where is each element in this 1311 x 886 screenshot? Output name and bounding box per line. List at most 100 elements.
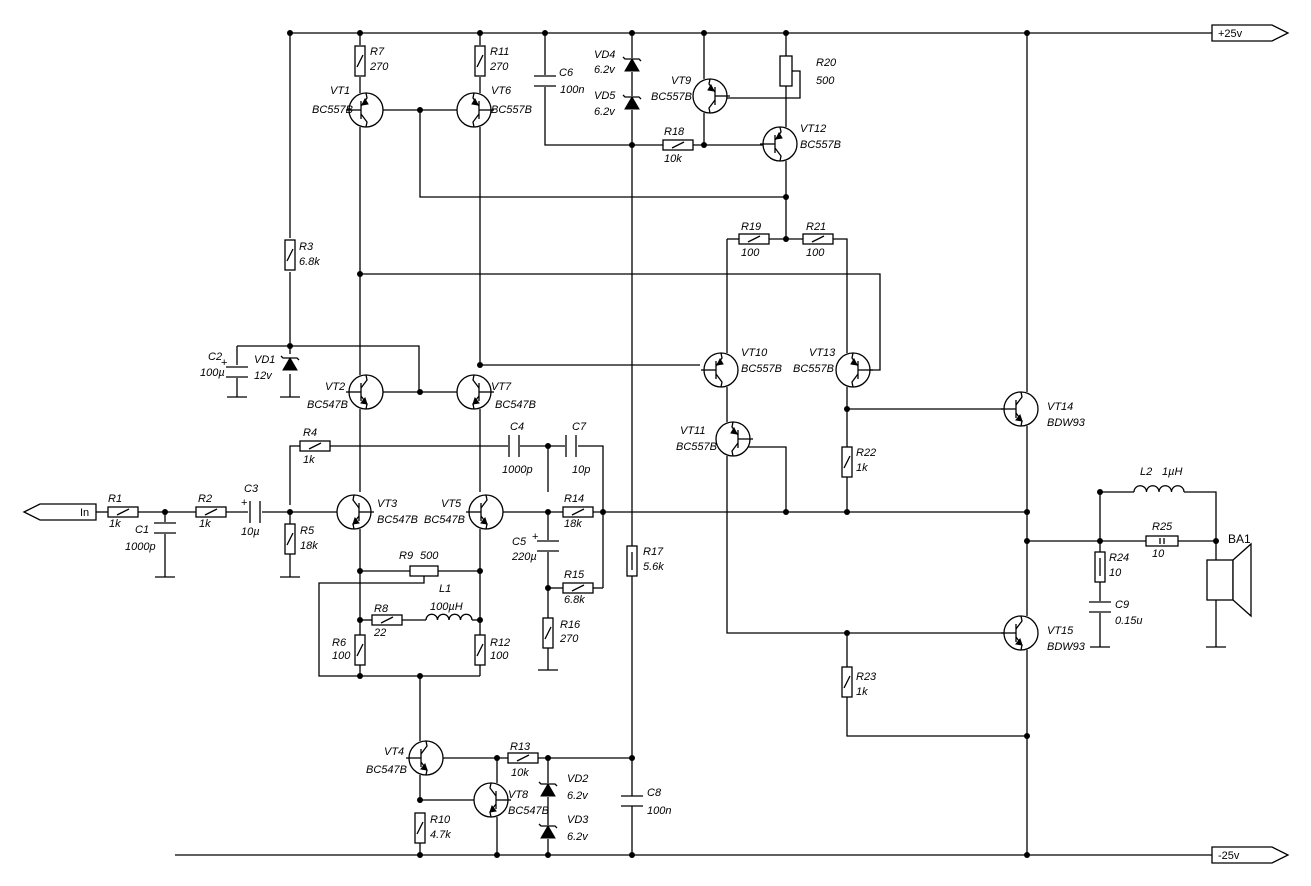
component-value: BC557B [676, 441, 717, 453]
junction-dot [162, 509, 168, 515]
component-ref: L1 [439, 583, 451, 595]
component-ref: VD1 [254, 354, 275, 366]
transistor-vt7 [456, 374, 494, 410]
svg-text:In: In [80, 507, 89, 519]
junction-dot [844, 406, 850, 412]
zener-vd5 [622, 94, 642, 110]
resistor-r5 [284, 523, 296, 555]
component-ref: R23 [856, 671, 877, 683]
transistor-vt4 [406, 740, 444, 776]
component-ref: R17 [643, 546, 664, 558]
junction-dot [417, 852, 423, 858]
capacitor-c2: + [221, 357, 248, 378]
component-value: 6.2v [594, 64, 616, 76]
component-value: BDW93 [1047, 417, 1086, 429]
component-value: 1µH [1162, 466, 1182, 478]
component-value: 6.2v [567, 831, 589, 843]
component-ref: R25 [1152, 521, 1173, 533]
component-ref: C9 [1115, 599, 1129, 611]
junction-dot [1097, 489, 1103, 495]
positive-rail-terminal: +25v [1211, 24, 1290, 42]
component-value: 10 [1109, 567, 1122, 579]
component-value: 1k [856, 462, 868, 474]
svg-text:+: + [221, 357, 227, 369]
component-value: 500 [420, 550, 439, 562]
junction-dot [701, 142, 707, 148]
component-value: BC557B [312, 104, 353, 116]
resistor-r16 [542, 617, 554, 649]
junction-dot [1024, 733, 1030, 739]
resistor-r12 [474, 634, 486, 666]
transistor-vt9 [692, 78, 730, 114]
component-value: 270 [489, 61, 509, 73]
junction-dot [417, 673, 423, 679]
component-ref: C1 [135, 524, 149, 536]
junction-dot [844, 630, 850, 636]
junction-dot [545, 585, 551, 591]
component-ref: R22 [856, 447, 876, 459]
transistor-vt2 [346, 374, 384, 410]
component-value: 1k [856, 686, 868, 698]
component-ref: VT6 [491, 85, 512, 97]
capacitor-c6 [534, 75, 556, 87]
component-value: BC547B [508, 805, 549, 817]
component-ref: R9 [399, 550, 413, 562]
resistor-r10 [414, 812, 426, 844]
junction-dot [287, 30, 293, 36]
junction-dot [287, 509, 293, 515]
component-value: 10 [1152, 548, 1165, 560]
component-ref: R4 [303, 427, 317, 439]
component-value: 1000p [125, 541, 156, 553]
component-ref: R14 [564, 493, 584, 505]
component-ref: VD4 [594, 49, 615, 61]
component-value: BC547B [307, 399, 348, 411]
component-ref: R3 [299, 241, 314, 253]
component-value: 1k [199, 518, 211, 530]
component-ref: R8 [374, 603, 389, 615]
component-value: 270 [559, 633, 579, 645]
junction-dot [600, 509, 606, 515]
component-ref: R7 [370, 46, 385, 58]
inductor-l2 [1133, 485, 1185, 493]
component-value: 1000p [502, 464, 533, 476]
component-ref: VT3 [377, 498, 398, 510]
resistor-r14 [562, 506, 594, 518]
resistor-r6 [354, 634, 366, 666]
junction-dot [783, 194, 789, 200]
component-value: 1k [303, 454, 315, 466]
resistor-r23 [841, 666, 853, 698]
component-value: 100 [490, 650, 509, 662]
component-ref: VT2 [325, 381, 345, 393]
component-ref: R10 [430, 814, 451, 826]
resistor-r3 [284, 239, 296, 271]
component-value: BC547B [424, 514, 465, 526]
junction-dot [477, 568, 483, 574]
resistor-r20 [779, 55, 795, 87]
component-value: 4.7k [430, 829, 451, 841]
junction-dot [545, 852, 551, 858]
component-ref: VT14 [1047, 401, 1073, 413]
component-value: 5.6k [643, 561, 664, 573]
junction-dot [629, 852, 635, 858]
component-value: 100 [741, 247, 760, 259]
component-value: 6.2v [567, 790, 589, 802]
junction-dot [287, 343, 293, 349]
component-ref: R6 [332, 637, 347, 649]
junction-dot [1097, 538, 1103, 544]
